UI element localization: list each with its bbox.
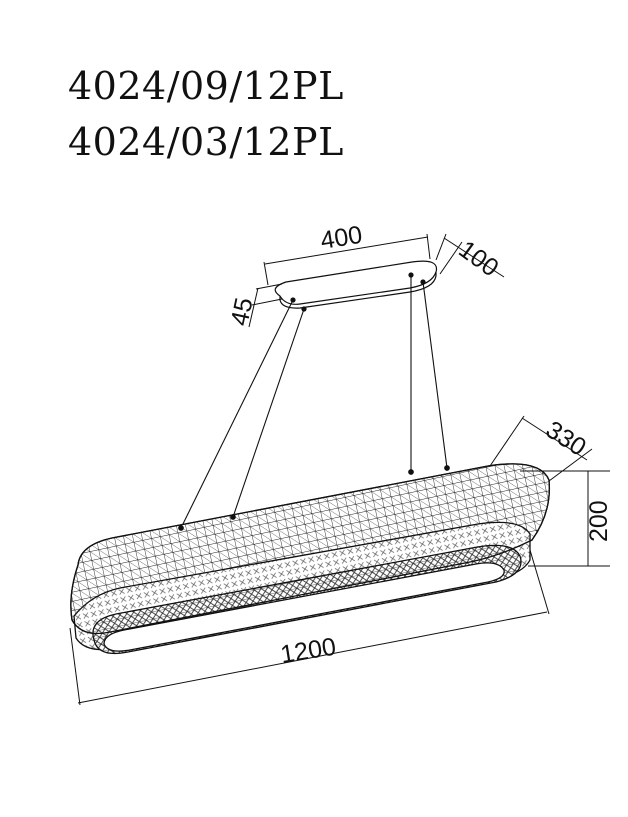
dim-100-label: 100 — [453, 235, 503, 282]
dimension-canopy-height — [248, 283, 283, 328]
model-code-2: 4024/03/12PL — [68, 120, 344, 164]
dimension-body-length — [69, 549, 550, 706]
dim-1200-label: 1200 — [279, 633, 338, 669]
canopy — [274, 260, 438, 312]
model-code-1: 4024/09/12PL — [68, 64, 344, 108]
dimension-body-height — [520, 470, 610, 567]
inner-opening — [103, 562, 505, 652]
dimension-canopy-width — [435, 233, 505, 278]
dim-45-label: 45 — [225, 295, 258, 328]
dimension-body-width — [489, 415, 593, 482]
model-codes: 4024/09/12PL 4024/03/12PL — [68, 66, 344, 178]
dim-200-label: 200 — [585, 500, 613, 542]
chandelier-body — [70, 463, 551, 655]
dim-400-label: 400 — [319, 221, 365, 255]
suspension-wires — [180, 275, 448, 529]
dimension-canopy-length — [263, 233, 431, 286]
